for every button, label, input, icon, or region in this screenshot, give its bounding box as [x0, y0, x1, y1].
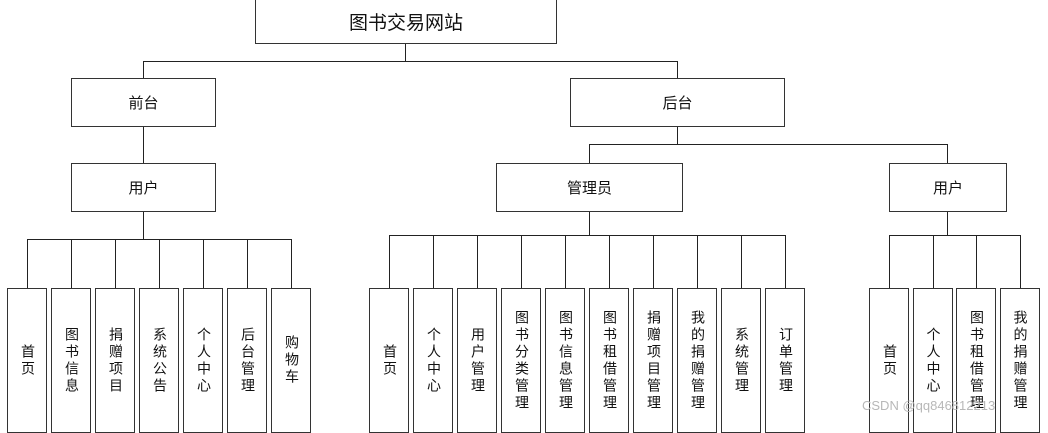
- connector: [247, 239, 249, 288]
- connector: [947, 144, 949, 163]
- root-node: 图书交易网站: [255, 0, 557, 44]
- admin-leaf-label: 订单管理: [777, 326, 794, 395]
- connector: [159, 239, 161, 288]
- front-user-leaf-label: 图书信息: [63, 326, 80, 395]
- admin-leaf: 用户管理: [457, 288, 497, 433]
- connector: [115, 239, 117, 288]
- front-user-leaf-label: 系统公告: [151, 326, 168, 395]
- admin-label: 管理员: [566, 179, 612, 197]
- connector: [697, 235, 699, 288]
- back-node: 后台: [570, 78, 785, 127]
- connector: [889, 235, 1021, 237]
- connector: [932, 235, 934, 288]
- admin-leaf-label: 图书租借管理: [601, 309, 618, 412]
- front-user-leaf-label: 购物车: [283, 335, 300, 386]
- back-user-label: 用户: [932, 179, 963, 197]
- admin-leaf: 订单管理: [765, 288, 805, 433]
- admin-leaf: 图书分类管理: [501, 288, 541, 433]
- connector: [143, 212, 145, 239]
- connector: [389, 235, 786, 237]
- front-label: 前台: [128, 94, 159, 112]
- admin-leaf: 捐赠项目管理: [633, 288, 673, 433]
- back-user-leaf: 我的捐赠管理: [999, 288, 1040, 433]
- admin-node: 管理员: [496, 163, 683, 212]
- front-user-node: 用户: [71, 163, 216, 212]
- admin-leaf: 我的捐赠管理: [677, 288, 717, 433]
- admin-leaf-label: 图书分类管理: [513, 309, 530, 412]
- front-user-leaf: 后台管理: [227, 288, 267, 433]
- admin-leaf: 系统管理: [721, 288, 761, 433]
- connector: [609, 235, 611, 288]
- front-user-leaf-label: 捐赠项目: [107, 326, 124, 395]
- connector: [677, 127, 679, 144]
- admin-leaf-label: 首页: [381, 343, 398, 378]
- connector: [143, 61, 145, 78]
- front-node: 前台: [71, 78, 216, 127]
- connector: [291, 239, 293, 288]
- back-user-leaf-label: 个人中心: [924, 326, 941, 395]
- front-user-leaf: 个人中心: [183, 288, 223, 433]
- back-user-leaf-label: 图书租借管理: [968, 309, 985, 412]
- front-user-leaf: 捐赠项目: [95, 288, 135, 433]
- connector: [785, 235, 787, 288]
- admin-leaf-label: 系统管理: [733, 326, 750, 395]
- connector: [976, 235, 978, 288]
- front-user-leaf-label: 个人中心: [195, 326, 212, 395]
- connector: [741, 235, 743, 288]
- watermark: CSDN @qq846812213: [862, 398, 996, 413]
- root-label: 图书交易网站: [348, 11, 463, 34]
- front-user-leaf: 首页: [7, 288, 47, 433]
- connector: [565, 235, 567, 288]
- back-user-leaf-label: 首页: [881, 343, 898, 378]
- front-user-leaf: 图书信息: [51, 288, 91, 433]
- connector: [405, 44, 407, 61]
- front-user-label: 用户: [128, 179, 159, 197]
- connector: [477, 235, 479, 288]
- connector: [521, 235, 523, 288]
- admin-leaf-label: 我的捐赠管理: [689, 309, 706, 412]
- back-user-leaf: 图书租借管理: [956, 288, 996, 433]
- connector: [389, 235, 391, 288]
- connector: [589, 144, 591, 163]
- admin-leaf: 首页: [369, 288, 409, 433]
- connector: [947, 212, 949, 235]
- admin-leaf-label: 图书信息管理: [557, 309, 574, 412]
- connector: [27, 239, 29, 288]
- admin-leaf-label: 用户管理: [469, 326, 486, 395]
- front-user-leaf: 系统公告: [139, 288, 179, 433]
- back-user-leaf: 首页: [869, 288, 909, 433]
- admin-leaf-label: 捐赠项目管理: [645, 309, 662, 412]
- connector: [203, 239, 205, 288]
- front-user-leaf-label: 后台管理: [239, 326, 256, 395]
- connector: [589, 144, 948, 146]
- connector: [1019, 235, 1021, 288]
- admin-leaf: 图书信息管理: [545, 288, 585, 433]
- front-user-leaf: 购物车: [271, 288, 311, 433]
- connector: [589, 212, 591, 235]
- connector: [889, 235, 891, 288]
- admin-leaf: 图书租借管理: [589, 288, 629, 433]
- connector: [143, 127, 145, 163]
- connector: [677, 61, 679, 78]
- connector: [433, 235, 435, 288]
- connector: [653, 235, 655, 288]
- admin-leaf-label: 个人中心: [425, 326, 442, 395]
- back-label: 后台: [662, 94, 693, 112]
- connector: [143, 61, 678, 63]
- connector: [71, 239, 73, 288]
- admin-leaf: 个人中心: [413, 288, 453, 433]
- front-user-leaf-label: 首页: [19, 343, 36, 378]
- back-user-leaf-label: 我的捐赠管理: [1011, 309, 1028, 412]
- back-user-node: 用户: [889, 163, 1007, 212]
